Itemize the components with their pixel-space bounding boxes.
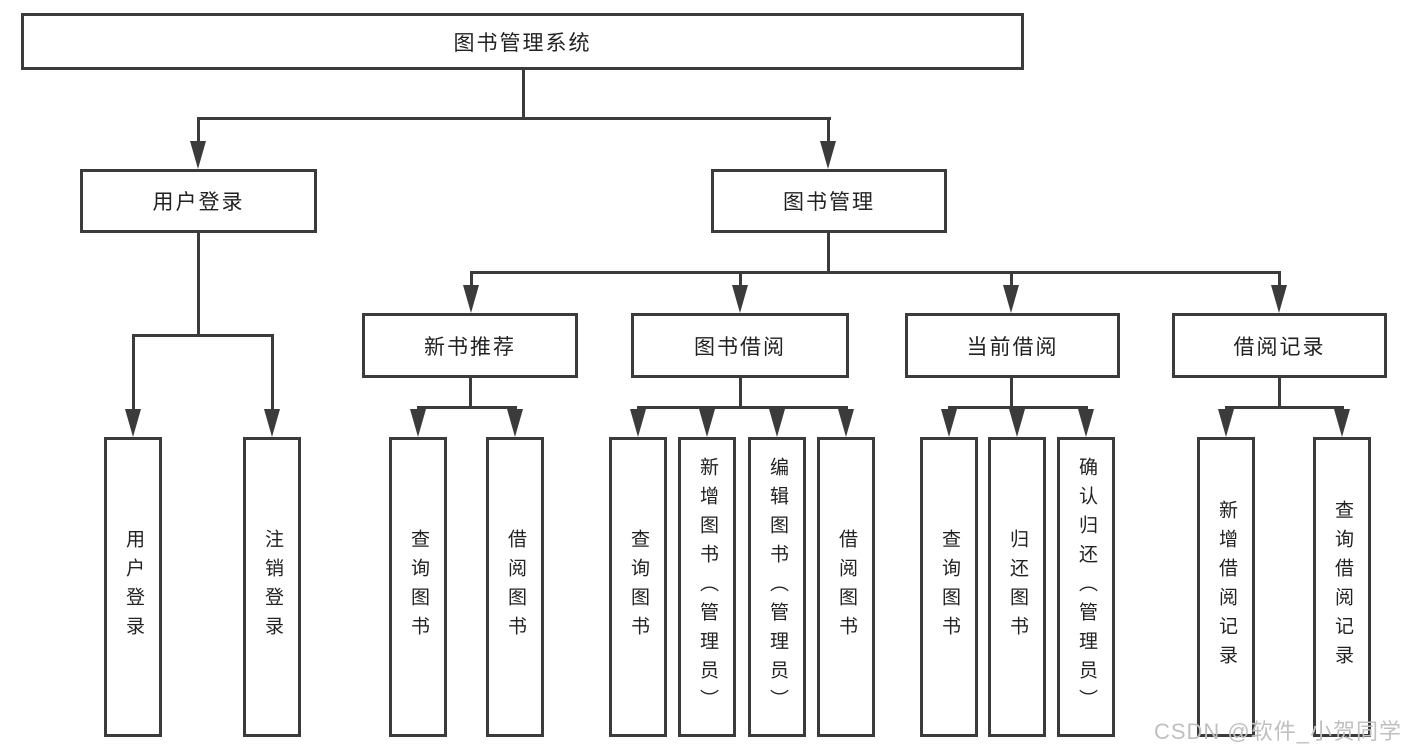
connector-book-mgmt-stem [827,233,830,274]
node-borrow-records: 借阅记录 [1172,313,1387,378]
leaf-add-borrow-record: 新增借阅记录 [1197,437,1255,737]
arrowhead-leaf-icon [410,409,426,437]
leaf-borrow-books-2: 借阅图书 [817,437,875,737]
connector-to-book-management [827,117,830,149]
leaf-add-book-admin: 新增图书（管理员） [678,437,736,737]
leaf-user-login: 用户登录 [104,437,162,737]
arrowhead-leaf-icon [838,409,854,437]
connector-to-user-login [197,117,200,149]
arrowhead-leaf-icon [1218,409,1234,437]
arrowhead-leaf-icon [1078,409,1094,437]
connector-root-stem [522,69,525,120]
connector-new-book-stem [469,378,472,409]
node-book-borrow: 图书借阅 [631,313,849,378]
arrowhead-current-borrow-icon [1003,285,1019,313]
connector-borrow-records-stem [1278,378,1281,409]
leaf-borrow-books-1: 借阅图书 [486,437,544,737]
leaf-confirm-return-admin: 确认归还（管理员） [1057,437,1115,737]
arrowhead-leaf-login-icon [125,409,141,437]
leaf-edit-book-admin: 编辑图书（管理员） [748,437,806,737]
arrowhead-leaf-icon [941,409,957,437]
connector-borrow-records-bar [1225,406,1344,409]
leaf-query-books-2: 查询图书 [609,437,667,737]
connector-to-borrow-records [1278,271,1281,289]
arrowhead-leaf-logout-icon [264,409,280,437]
connector-root-bar [197,117,831,120]
leaf-query-borrow-record: 查询借阅记录 [1313,437,1371,737]
node-user-login: 用户登录 [80,169,317,233]
connector-to-leaf-login [132,334,135,412]
leaf-logout: 注销登录 [243,437,301,737]
arrowhead-new-book-icon [463,285,479,313]
connector-user-login-bar [132,334,274,337]
connector-book-borrow-bar [637,406,847,409]
connector-to-new-book [470,271,473,289]
node-current-borrow: 当前借阅 [905,313,1120,378]
arrowhead-leaf-icon [507,409,523,437]
arrowhead-leaf-icon [769,409,785,437]
node-book-management-system: 图书管理系统 [21,13,1024,70]
arrowhead-book-management-icon [820,141,836,169]
connector-new-book-bar [417,406,517,409]
leaf-query-books-3: 查询图书 [920,437,978,737]
node-book-management: 图书管理 [711,169,947,233]
connector-book-mgmt-bar [470,271,1281,274]
connector-to-book-borrow [739,271,742,289]
watermark: CSDN @软件_小贺同学 [1153,719,1402,744]
connector-user-login-stem [197,233,200,337]
connector-current-borrow-stem [1010,378,1013,409]
leaf-query-books-1: 查询图书 [389,437,447,737]
arrowhead-borrow-records-icon [1271,285,1287,313]
arrowhead-leaf-icon [699,409,715,437]
arrowhead-leaf-icon [630,409,646,437]
connector-to-current-borrow [1010,271,1013,289]
arrowhead-user-login-icon [190,141,206,169]
node-new-book-recommend: 新书推荐 [362,313,578,378]
arrowhead-leaf-icon [1009,409,1025,437]
arrowhead-book-borrow-icon [732,285,748,313]
arrowhead-leaf-icon [1334,409,1350,437]
connector-to-leaf-logout [271,334,274,412]
connector-book-borrow-stem [739,378,742,409]
leaf-return-book: 归还图书 [988,437,1046,737]
